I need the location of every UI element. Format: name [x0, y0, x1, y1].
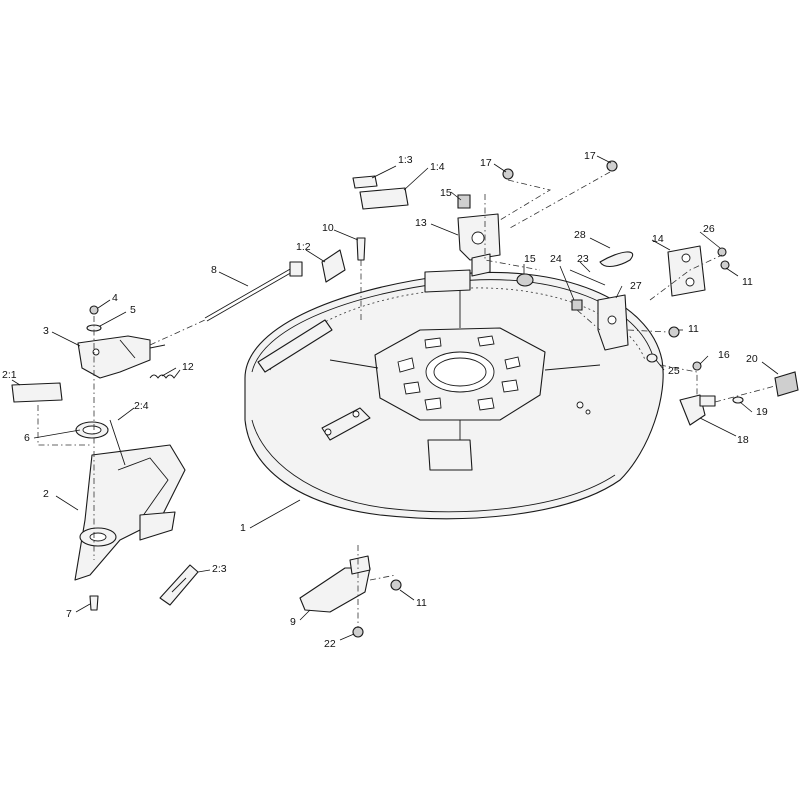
callout-7: 7 [66, 608, 72, 620]
callout-2: 2 [43, 488, 49, 500]
decal-1-4 [359, 187, 409, 210]
baffle-9 [299, 567, 371, 613]
nut-22 [352, 626, 364, 638]
callout-17a: 17 [480, 157, 492, 169]
leader-lines [11, 155, 779, 641]
nut-11a [668, 326, 680, 338]
callout-26: 26 [703, 223, 715, 235]
callout-8: 8 [211, 264, 217, 276]
callout-20: 20 [746, 353, 758, 365]
callout-17b: 17 [584, 150, 596, 162]
callout-12: 12 [182, 361, 194, 373]
callout-3: 3 [43, 325, 49, 337]
callout-1-3: 1:3 [398, 154, 413, 166]
callout-18: 18 [737, 434, 749, 446]
callout-labels: 1:3 1:4 17 17 15 10 13 1:2 8 28 14 26 23… [2, 150, 768, 650]
callout-11b: 11 [688, 323, 699, 335]
hook-28 [599, 251, 633, 268]
callout-14: 14 [652, 233, 664, 245]
callout-2-1: 2:1 [2, 369, 17, 381]
callout-6: 6 [24, 432, 30, 444]
callout-2-4: 2:4 [134, 400, 149, 412]
callout-19: 19 [756, 406, 768, 418]
bolt-10 [356, 237, 366, 261]
callout-15b: 15 [524, 253, 536, 265]
callout-25: 25 [668, 365, 680, 377]
mower-deck [244, 269, 664, 520]
callout-28: 28 [574, 229, 586, 241]
bolt-23 [569, 269, 606, 286]
callout-11a: 11 [742, 276, 753, 288]
washout-fitting [659, 361, 799, 426]
callout-22: 22 [324, 638, 336, 650]
discharge-chute-assembly [11, 305, 199, 611]
callout-11c: 11 [416, 597, 427, 609]
callout-4: 4 [112, 292, 118, 304]
callout-24: 24 [550, 253, 562, 265]
bracket-14 [667, 245, 706, 297]
callout-9: 9 [290, 616, 296, 628]
decal-1-2 [321, 249, 346, 283]
callout-2-3: 2:3 [212, 563, 227, 575]
callout-5: 5 [130, 304, 136, 316]
callout-10: 10 [322, 222, 334, 234]
callout-27: 27 [630, 280, 642, 292]
nut-11c [390, 579, 402, 591]
callout-15a: 15 [440, 187, 452, 199]
callout-16: 16 [718, 349, 730, 361]
washer-25 [646, 353, 658, 363]
nut-17a [502, 168, 514, 180]
callout-23: 23 [577, 253, 589, 265]
callout-1: 1 [240, 522, 246, 534]
decal-1-3 [352, 175, 378, 189]
callout-1-2: 1:2 [296, 241, 311, 253]
plug-15 [516, 273, 534, 287]
spring [149, 369, 181, 379]
callout-1-4: 1:4 [430, 161, 445, 173]
linkage-rod [149, 261, 303, 346]
bracket-13 [457, 194, 541, 277]
callout-13: 13 [415, 217, 427, 229]
nut-17b [606, 160, 618, 172]
